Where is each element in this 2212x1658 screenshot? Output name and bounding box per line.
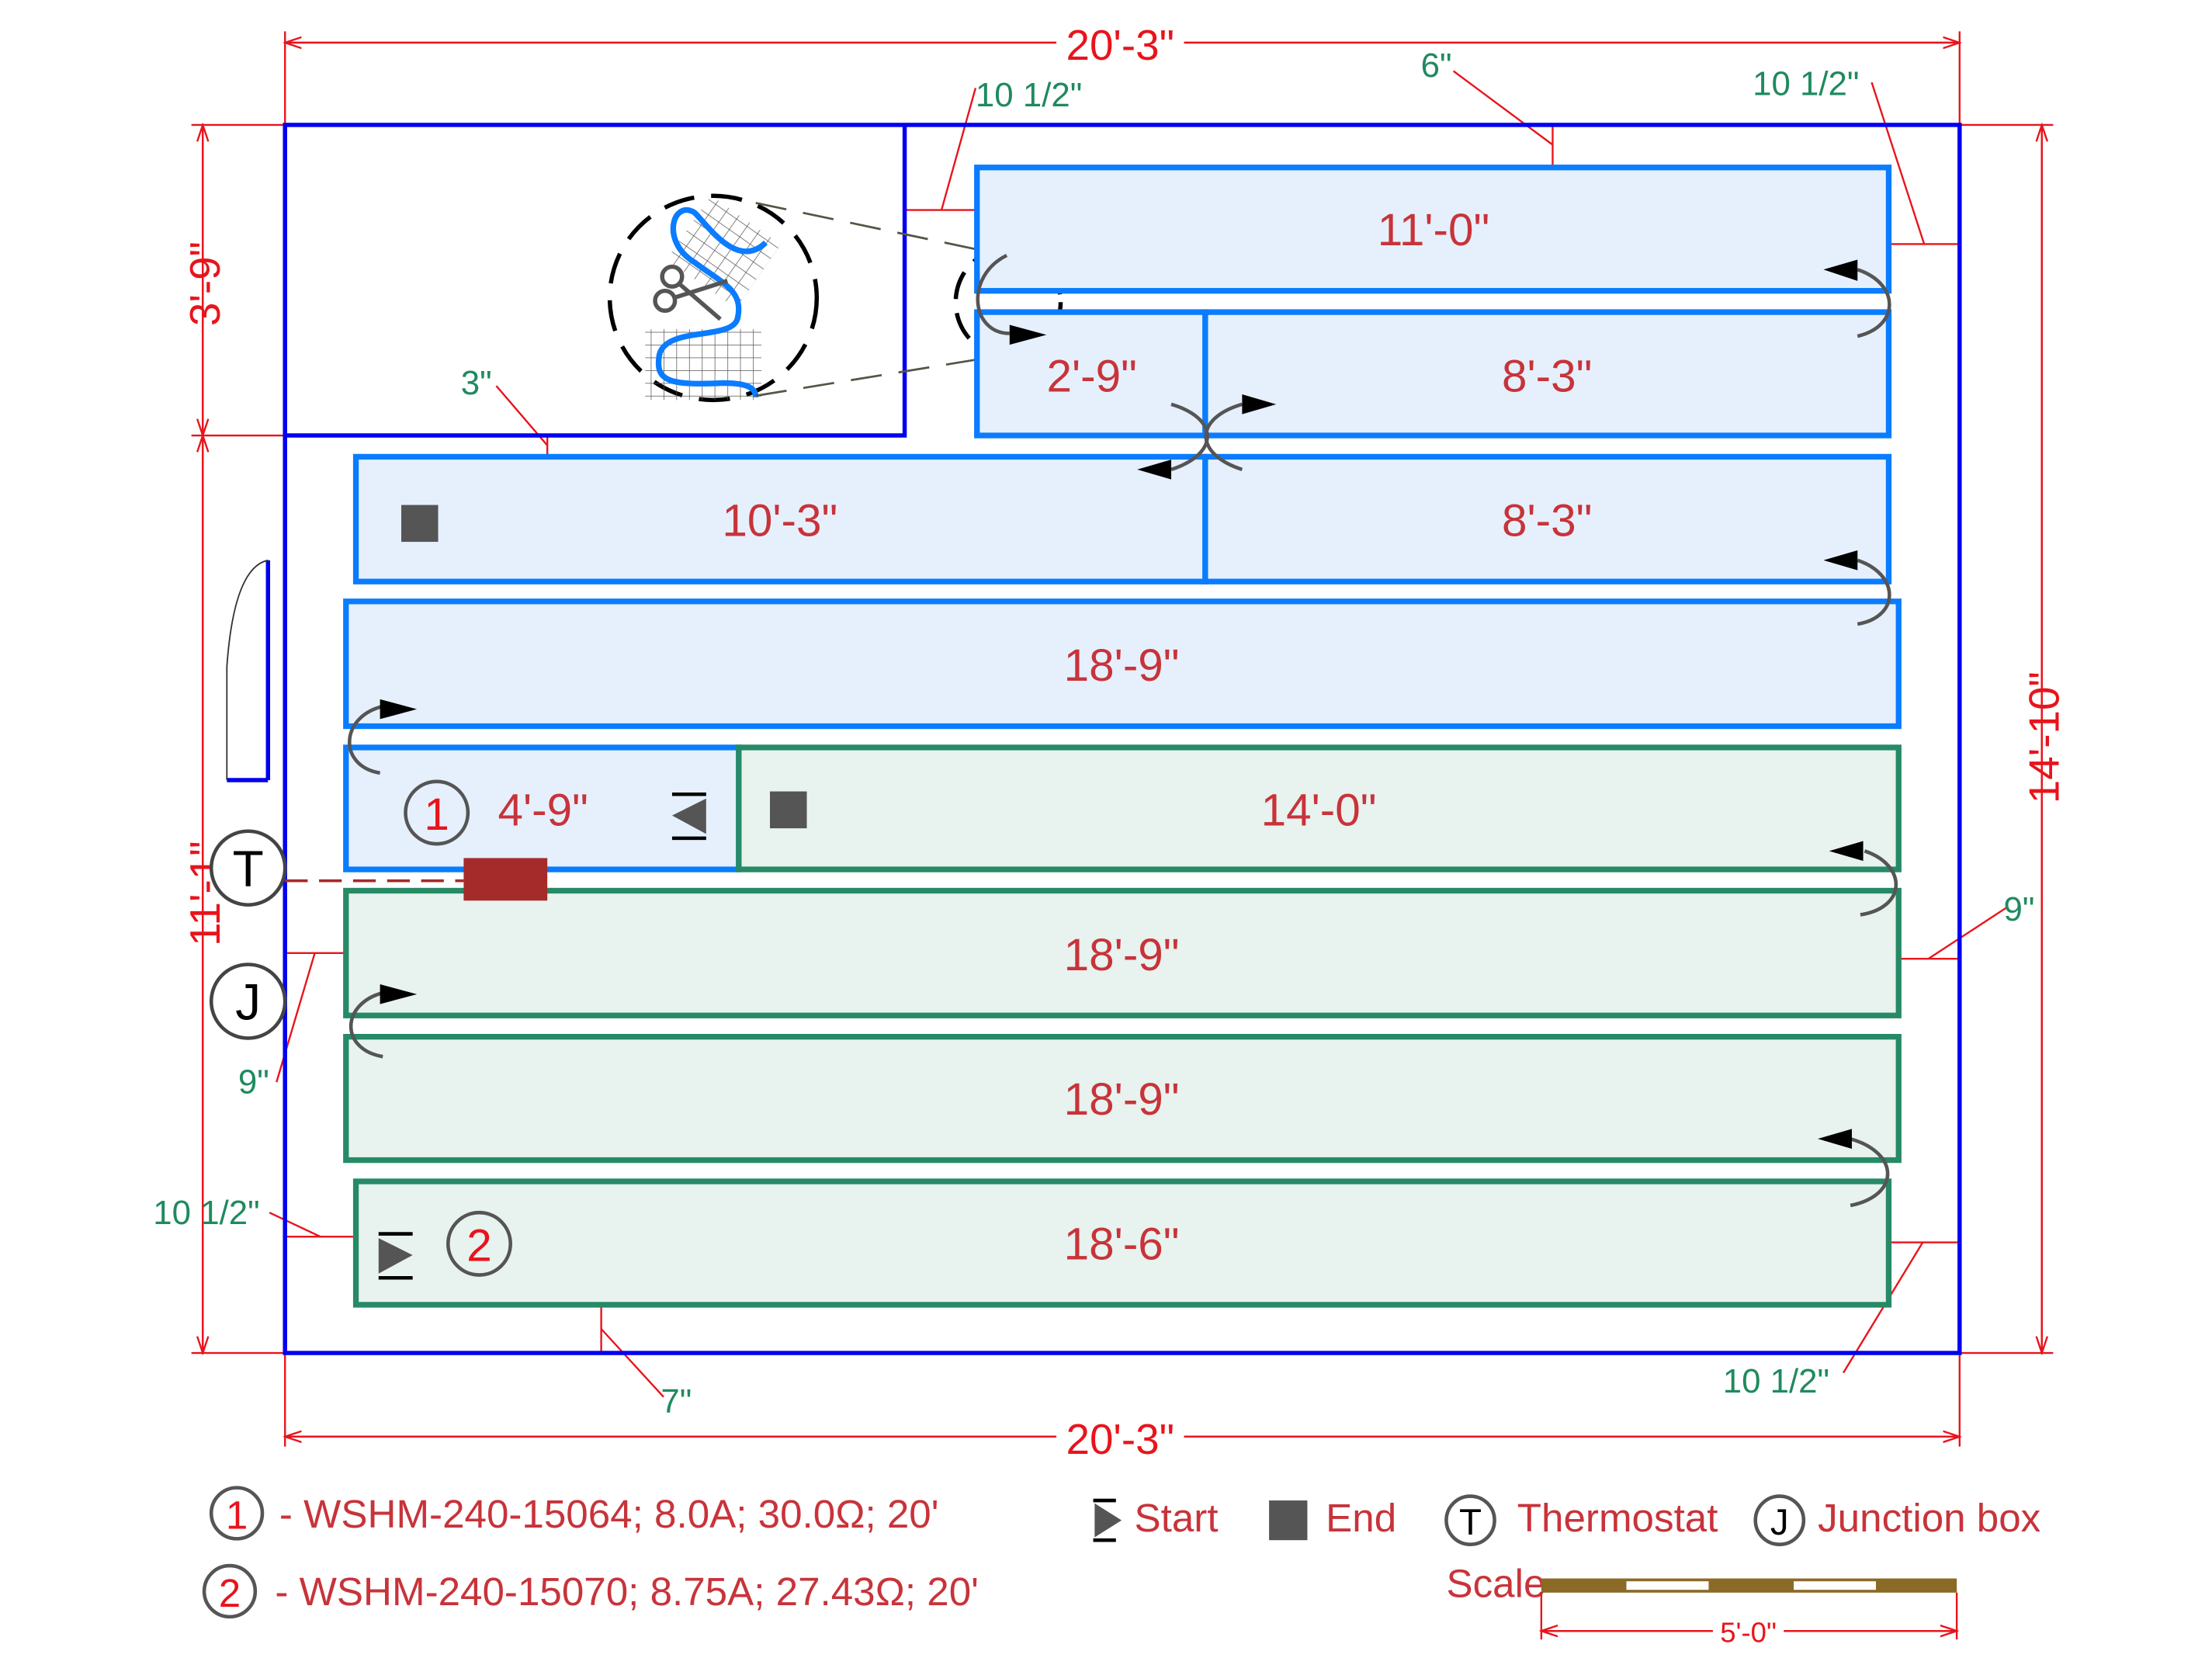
svg-text:18'-9": 18'-9": [1064, 640, 1180, 691]
cable-2-badge: 2: [446, 1210, 512, 1277]
svg-text:5'-0": 5'-0": [1720, 1617, 1777, 1649]
svg-text:14'-0": 14'-0": [1261, 785, 1377, 835]
door: [226, 559, 271, 782]
svg-text:Thermostat: Thermostat: [1517, 1496, 1718, 1540]
clearance: 6": [1421, 47, 1452, 85]
thermostat-symbol: T: [209, 829, 287, 907]
dim-top: 20'-3": [1066, 21, 1174, 69]
mat: 18'-9": [343, 598, 1902, 730]
legend-cable-1: 1 - WSHM-240-15064; 8.0A; 30.0Ω; 20': [209, 1486, 939, 1541]
heating-mats: 11'-0" 2'-9" 8'-3" 10'-3" 8'-3" 18'-9" 4…: [343, 165, 1902, 1308]
svg-text:8'-3": 8'-3": [1502, 351, 1592, 401]
svg-text:4'-9": 4'-9": [498, 785, 588, 835]
svg-text:2: 2: [466, 1220, 492, 1271]
svg-text:18'-9": 18'-9": [1064, 1074, 1180, 1125]
end-marker: [770, 791, 807, 829]
room-outline: [226, 123, 1962, 1355]
svg-text:Scale: Scale: [1446, 1561, 1545, 1605]
svg-text:Junction box: Junction box: [1818, 1496, 2041, 1540]
thermostat-sensor-box: [463, 858, 548, 901]
legend: 1 - WSHM-240-15064; 8.0A; 30.0Ω; 20' 2 -…: [202, 1486, 2041, 1649]
clearance: 10 1/2": [976, 76, 1082, 114]
legend-start: Start: [1093, 1496, 1219, 1542]
cut-detail-callout: [607, 193, 1063, 403]
legend-end: End: [1269, 1496, 1396, 1540]
clearance: 9": [2003, 890, 2034, 928]
legend-cable-2: 2 - WSHM-240-15070; 8.75A; 27.43Ω; 20': [202, 1563, 979, 1619]
junction-box-symbol: J: [209, 963, 287, 1040]
svg-text:1: 1: [424, 789, 449, 840]
dimension-labels: 20'-3" 20'-3" 3'-9" 11'-1" 14'-10" 10 1/…: [153, 17, 2068, 1463]
svg-text:End: End: [1326, 1496, 1396, 1540]
svg-text:Start: Start: [1135, 1496, 1219, 1540]
mat: 18'-6": [352, 1178, 1892, 1308]
svg-text:T: T: [233, 840, 264, 897]
svg-text:J: J: [1770, 1502, 1789, 1543]
mat: 8'-3": [1202, 453, 1892, 584]
start-marker: [378, 1232, 413, 1280]
dim-right: 14'-10": [2020, 671, 2068, 803]
svg-text:J: J: [235, 973, 261, 1031]
clearance: 10 1/2": [153, 1194, 259, 1232]
svg-text:18'-6": 18'-6": [1064, 1219, 1180, 1269]
svg-text:- WSHM-240-15070; 8.75A; 27.43: - WSHM-240-15070; 8.75A; 27.43Ω; 20': [275, 1570, 979, 1614]
svg-text:8'-3": 8'-3": [1502, 496, 1592, 546]
mat: 18'-9": [343, 887, 1902, 1018]
mat: 14'-0": [736, 744, 1902, 872]
svg-text:2: 2: [219, 1571, 241, 1615]
legend-junction-box: J Junction box: [1753, 1494, 2041, 1546]
scale-bar: Scale 5'-0": [1446, 1561, 1957, 1649]
svg-text:1: 1: [226, 1493, 248, 1538]
clearance: 3": [461, 364, 492, 402]
scissors-icon: [653, 264, 729, 321]
dim-left-upper: 3'-9": [181, 241, 229, 326]
end-marker: [401, 505, 439, 543]
mat: 11'-0": [974, 165, 1892, 294]
svg-text:11'-0": 11'-0": [1378, 205, 1490, 255]
turn-arrows: [348, 253, 1898, 1208]
mat: 10'-3": [352, 453, 1208, 584]
mat: 18'-9": [343, 1033, 1902, 1164]
clearance: 10 1/2": [1723, 1362, 1829, 1400]
mat: 8'-3": [1202, 309, 1892, 439]
clearance: 9": [238, 1063, 269, 1101]
svg-text:2'-9": 2'-9": [1047, 351, 1137, 401]
svg-text:T: T: [1459, 1502, 1482, 1543]
svg-text:- WSHM-240-15064; 8.0A; 30.0Ω;: - WSHM-240-15064; 8.0A; 30.0Ω; 20': [279, 1492, 939, 1536]
clearance: 10 1/2": [1753, 65, 1859, 103]
clearance: 7": [660, 1382, 692, 1420]
legend-thermostat: T Thermostat: [1444, 1494, 1718, 1546]
start-marker: [671, 792, 706, 841]
svg-text:10'-3": 10'-3": [722, 496, 837, 546]
cable-1-badge: 1: [404, 779, 470, 846]
svg-text:18'-9": 18'-9": [1064, 930, 1180, 980]
dim-bottom: 20'-3": [1066, 1415, 1174, 1463]
